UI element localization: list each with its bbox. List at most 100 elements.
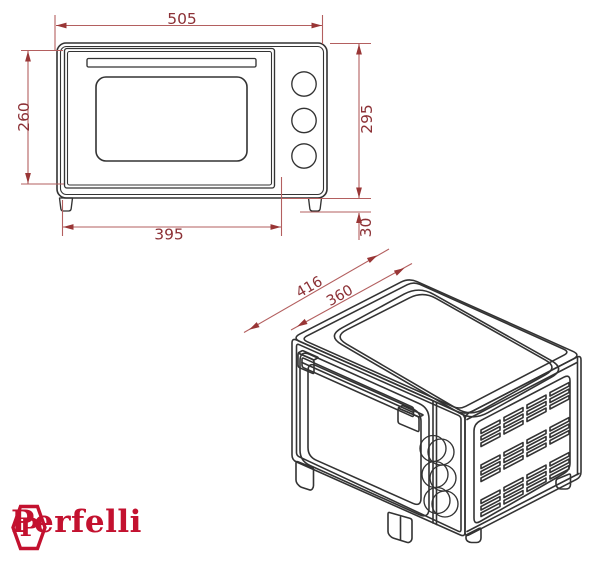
top-face-rim <box>303 282 568 409</box>
vent-slat <box>549 423 570 439</box>
control-knob-middle <box>291 107 317 134</box>
control-knob-top <box>291 71 317 97</box>
dimension-arrowhead <box>366 255 378 263</box>
oven-foot-right <box>307 197 323 212</box>
vent-slat <box>480 419 501 435</box>
vent-slat <box>503 419 524 435</box>
vent-slat <box>549 458 570 474</box>
front-face <box>291 338 466 537</box>
dimension-line-body-depth <box>290 263 413 331</box>
dimension-label-body-height: 295 <box>358 104 376 134</box>
vent-slat <box>503 448 524 464</box>
handle-left-mount-top <box>297 349 319 361</box>
vent-slat <box>549 464 570 480</box>
top-tray-inner <box>339 293 553 414</box>
hexagon-outline <box>11 504 47 551</box>
dimension-arrowhead <box>270 224 281 230</box>
vent-slat <box>503 483 524 499</box>
control-knob-bottom <box>291 143 317 169</box>
perfelli-hexagon-logo-icon: P <box>11 504 47 551</box>
foot-front-mid <box>387 511 413 544</box>
logo-monogram: P <box>20 513 39 542</box>
handle-left-mount <box>297 352 315 375</box>
vent-slat <box>480 467 501 483</box>
brand-logo: P Perfelli <box>11 504 142 551</box>
vent-slat <box>480 425 501 441</box>
vent-slat <box>503 454 524 470</box>
dimension-arrowhead <box>25 51 31 62</box>
vent-slat <box>503 406 524 422</box>
dimension-label-overall-width: 505 <box>167 10 197 28</box>
side-bottom-inner-edge <box>466 472 580 533</box>
front-face-inner <box>295 343 462 533</box>
vent-slat <box>549 381 570 397</box>
handle-right-mount-top <box>397 404 424 418</box>
side-top-inner-edge <box>466 361 578 421</box>
vent-slat <box>526 464 547 480</box>
dimension-arrowheads <box>25 22 405 330</box>
vent-slat <box>526 470 547 486</box>
brand-name: Perfelli <box>11 504 142 540</box>
vent-slat <box>549 388 570 404</box>
door-vent-slot <box>86 57 257 68</box>
iso-view-drawing <box>291 279 582 544</box>
vent-slat <box>549 429 570 445</box>
dimension-label-overall-depth: 416 <box>294 274 326 302</box>
dimension-label-body-depth: 360 <box>324 282 356 310</box>
dimension-line-overall-depth <box>243 248 390 333</box>
oven-door-outline <box>63 47 276 189</box>
oven-foot-left <box>58 197 74 212</box>
handle-bar-inner-edge <box>301 361 415 414</box>
dimension-arrowhead <box>356 187 362 198</box>
dimension-arrowhead <box>56 22 67 29</box>
door-window <box>95 76 248 162</box>
vent-slat <box>526 477 547 493</box>
vent-slat <box>480 432 501 448</box>
vent-slat <box>526 394 547 410</box>
front-view-dimensions: 505 395 260 295 30 <box>15 10 376 244</box>
foot-back-right <box>555 473 572 490</box>
vent-slat <box>503 441 524 457</box>
dimension-arrowhead <box>249 322 260 330</box>
vent-slat <box>526 442 547 458</box>
foot-front-right <box>465 527 482 544</box>
vent-slat <box>526 435 547 451</box>
vent-slat <box>549 394 570 410</box>
iso-knob-middle <box>429 464 457 492</box>
vent-slat <box>480 495 501 511</box>
oven-body-inner-line <box>59 45 325 196</box>
vent-slat <box>480 502 501 518</box>
dimension-arrowhead <box>63 224 74 230</box>
vent-slat <box>503 489 524 505</box>
side-vent-panel <box>473 375 571 524</box>
iso-knob-top <box>427 438 455 466</box>
dimension-arrowhead <box>356 212 362 223</box>
dimension-label-base-width: 395 <box>154 226 184 244</box>
dimension-label-door-height: 260 <box>15 102 33 132</box>
oven-door-inner-line <box>66 50 273 186</box>
vent-slat <box>526 407 547 423</box>
dimension-arrowhead <box>393 268 405 276</box>
dimension-arrowhead <box>297 318 308 327</box>
foot-front-left <box>295 460 315 491</box>
handle-right-mount <box>397 407 420 433</box>
vent-slat <box>549 451 570 467</box>
vent-slat <box>480 454 501 470</box>
dimension-arrowhead <box>311 22 322 29</box>
vent-slat <box>526 400 547 416</box>
vent-slat <box>526 429 547 445</box>
front-view-drawing <box>56 42 328 212</box>
top-tray-outer <box>333 289 560 418</box>
door-frame <box>299 352 430 517</box>
vent-slat <box>480 460 501 476</box>
vent-slat <box>549 416 570 432</box>
vent-slat <box>503 476 524 492</box>
dimension-arrowhead <box>356 44 362 55</box>
iso-knob-bottom <box>431 490 459 518</box>
vent-slat <box>503 413 524 429</box>
oven-body-outline <box>56 42 328 199</box>
vent-slat <box>480 489 501 505</box>
door-glass <box>307 363 422 506</box>
